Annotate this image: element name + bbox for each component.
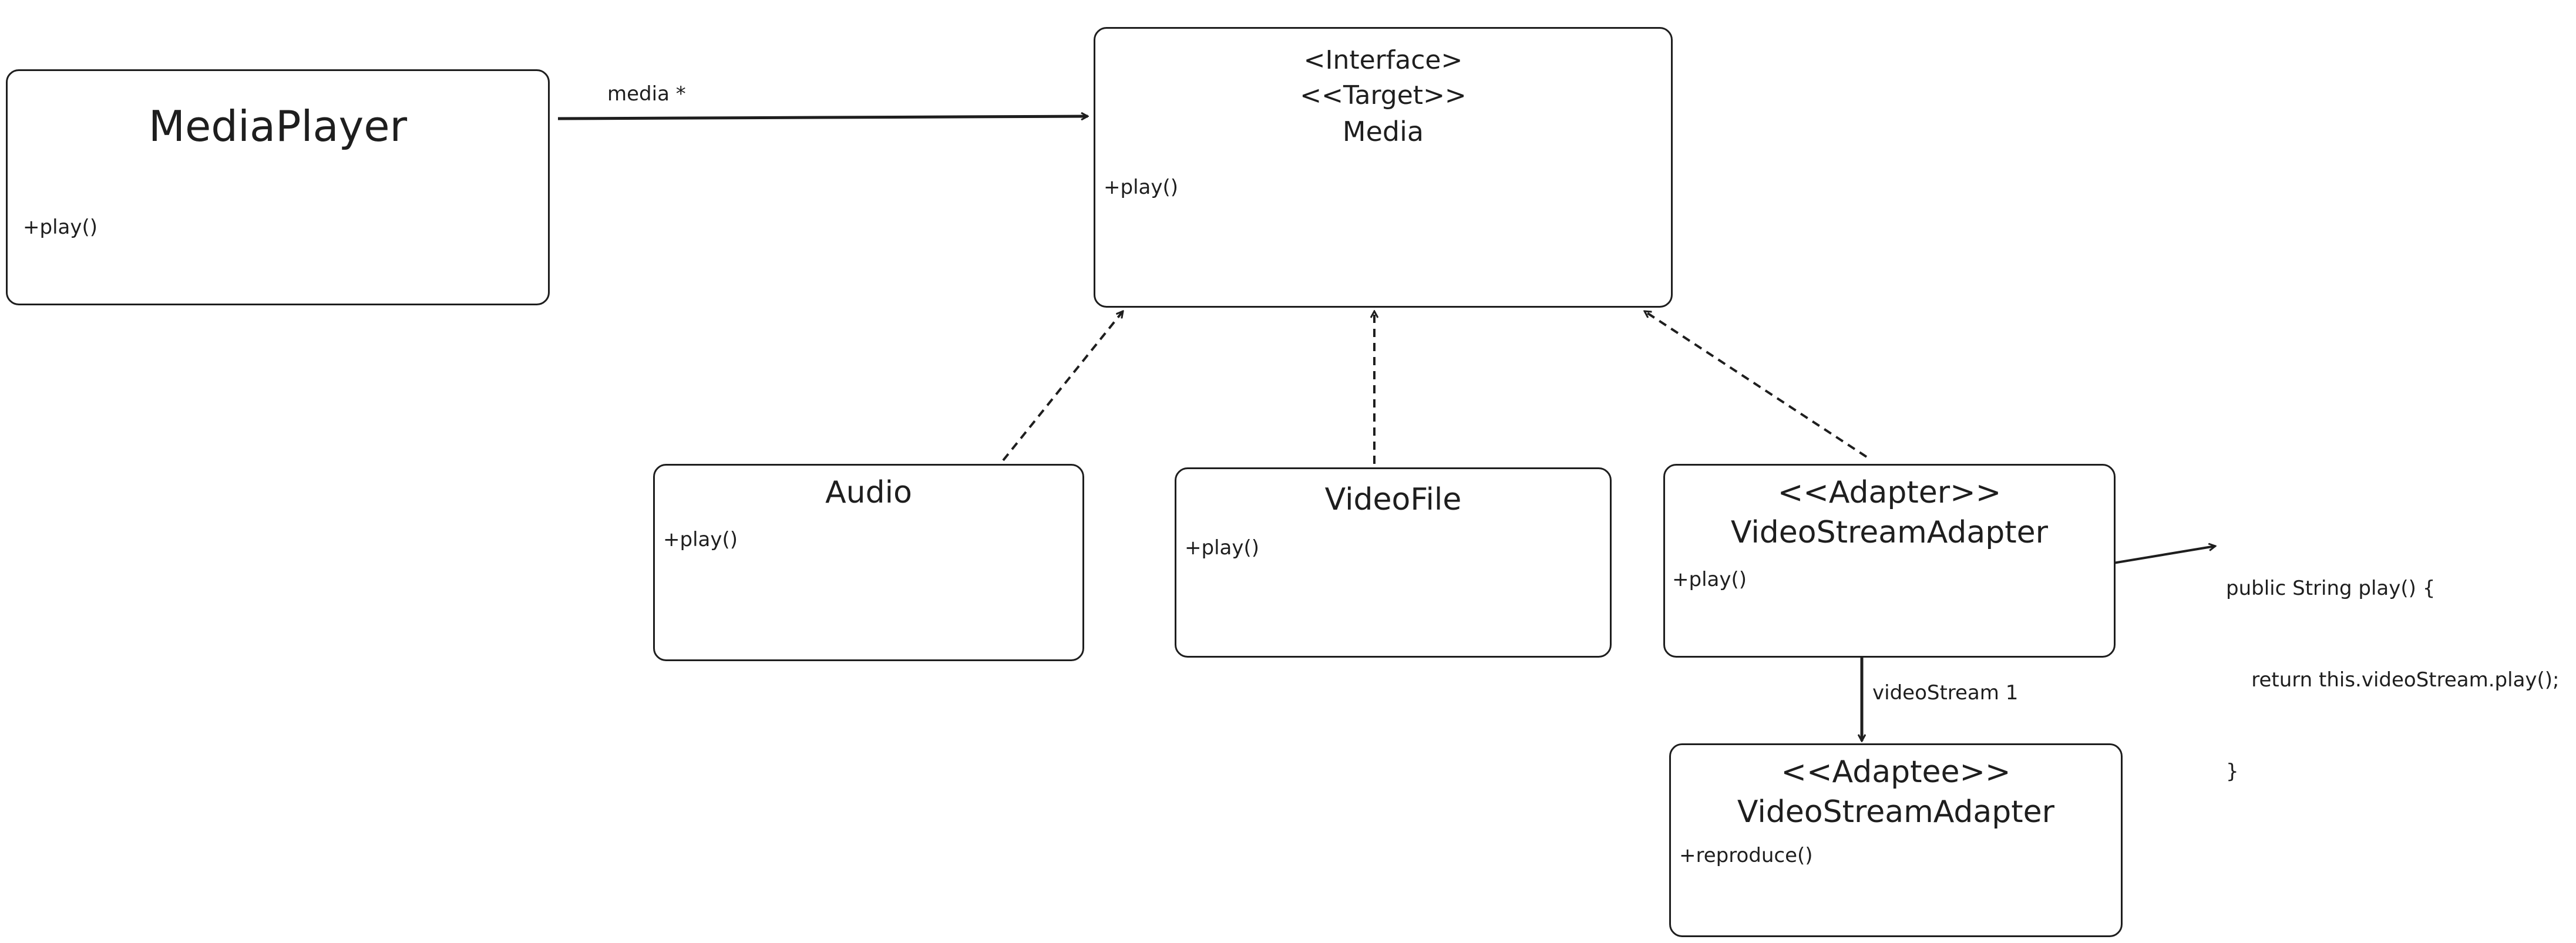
stereotype-adaptee: <<Adaptee>> — [1781, 755, 2011, 790]
class-box-adaptee[interactable]: <<Adaptee>> VideoStreamAdapter +reproduc… — [1669, 743, 2123, 937]
association-label-videostream: videoStream 1 — [1872, 681, 2019, 705]
realization-arrow-audio — [1002, 311, 1123, 462]
class-name-mediaplayer: MediaPlayer — [148, 102, 408, 151]
method-play: +play() — [663, 528, 738, 551]
class-box-mediaplayer[interactable]: MediaPlayer +play() — [6, 69, 550, 305]
association-arrow-media — [557, 116, 1088, 119]
realization-arrow-adapter — [1645, 311, 1868, 458]
class-name-videostreamadapter: VideoStreamAdapter — [1730, 515, 2049, 550]
class-name-media: Media — [1342, 116, 1424, 147]
code-note: public String play() { return this.video… — [2226, 512, 2560, 817]
code-line-1: public String play() { — [2226, 577, 2436, 600]
method-play: +play() — [1672, 568, 1747, 591]
class-box-adapter[interactable]: <<Adapter>> VideoStreamAdapter +play() — [1663, 464, 2116, 658]
method-play: +play() — [23, 215, 98, 239]
method-play: +play() — [1104, 176, 1179, 199]
class-name-audio: Audio — [825, 475, 912, 510]
class-box-audio[interactable]: Audio +play() — [653, 464, 1084, 661]
stereotype-target: <<Target>> — [1300, 80, 1467, 110]
stereotype-adapter: <<Adapter>> — [1777, 475, 2002, 510]
stereotype-interface: <Interface> — [1303, 45, 1463, 75]
method-reproduce: +reproduce() — [1679, 844, 1813, 867]
class-box-videofile[interactable]: VideoFile +play() — [1175, 467, 1612, 658]
class-name-videostreamadapter: VideoStreamAdapter — [1737, 794, 2055, 830]
code-line-2: return this.videoStream.play(); — [2226, 668, 2560, 692]
class-name-videofile: VideoFile — [1324, 482, 1462, 517]
association-label-media: media * — [607, 82, 686, 106]
class-box-media[interactable]: <Interface> <<Target>> Media +play() — [1094, 27, 1673, 308]
method-play: +play() — [1185, 536, 1260, 560]
code-line-3: } — [2226, 760, 2239, 783]
